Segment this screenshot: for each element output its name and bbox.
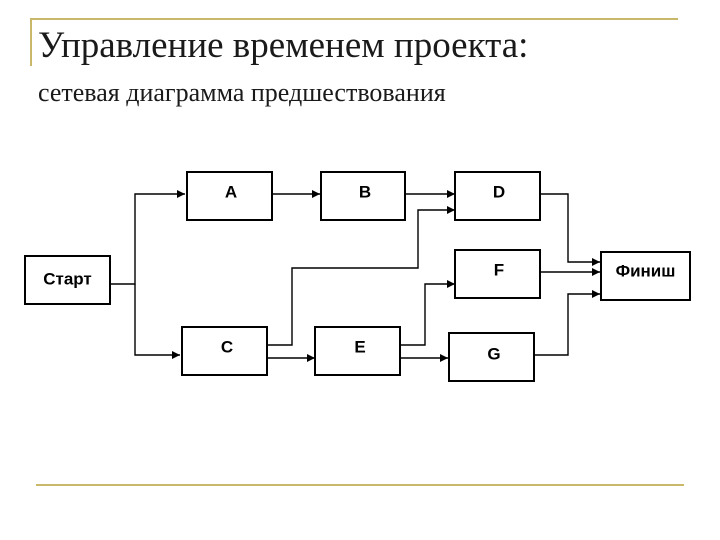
edge-start-to-c	[134, 284, 180, 359]
decorative-vertical-rule	[30, 18, 32, 66]
node-a-label: A	[225, 182, 237, 201]
node-g-label: G	[487, 344, 500, 363]
node-e-label: E	[354, 337, 365, 356]
node-finish-label: Финиш	[616, 261, 676, 280]
edge-d-to-finish	[540, 193, 600, 266]
node-b-label: B	[359, 182, 371, 201]
node-f-label: F	[494, 260, 504, 279]
node-finish: Финиш	[600, 251, 691, 301]
slide-subtitle: сетевая диаграмма предшествования	[38, 78, 446, 107]
edge-e-to-f	[400, 280, 455, 346]
edge-g-to-finish	[534, 290, 600, 356]
node-f: F	[454, 249, 541, 299]
edge-start-to-a	[110, 190, 185, 285]
node-b: B	[320, 171, 406, 221]
node-c: C	[181, 326, 268, 376]
node-start-label: Старт	[43, 269, 92, 288]
node-start: Старт	[24, 255, 111, 305]
decorative-top-rule	[30, 18, 678, 20]
node-d-label: D	[493, 182, 505, 201]
node-g: G	[448, 332, 535, 382]
edge-c-to-d	[267, 206, 455, 346]
node-e: E	[314, 326, 401, 376]
node-a: A	[186, 171, 273, 221]
node-c-label: C	[221, 337, 233, 356]
decorative-bottom-rule	[36, 484, 684, 486]
node-d: D	[454, 171, 541, 221]
slide-title: Управление временем проекта:	[38, 25, 529, 66]
